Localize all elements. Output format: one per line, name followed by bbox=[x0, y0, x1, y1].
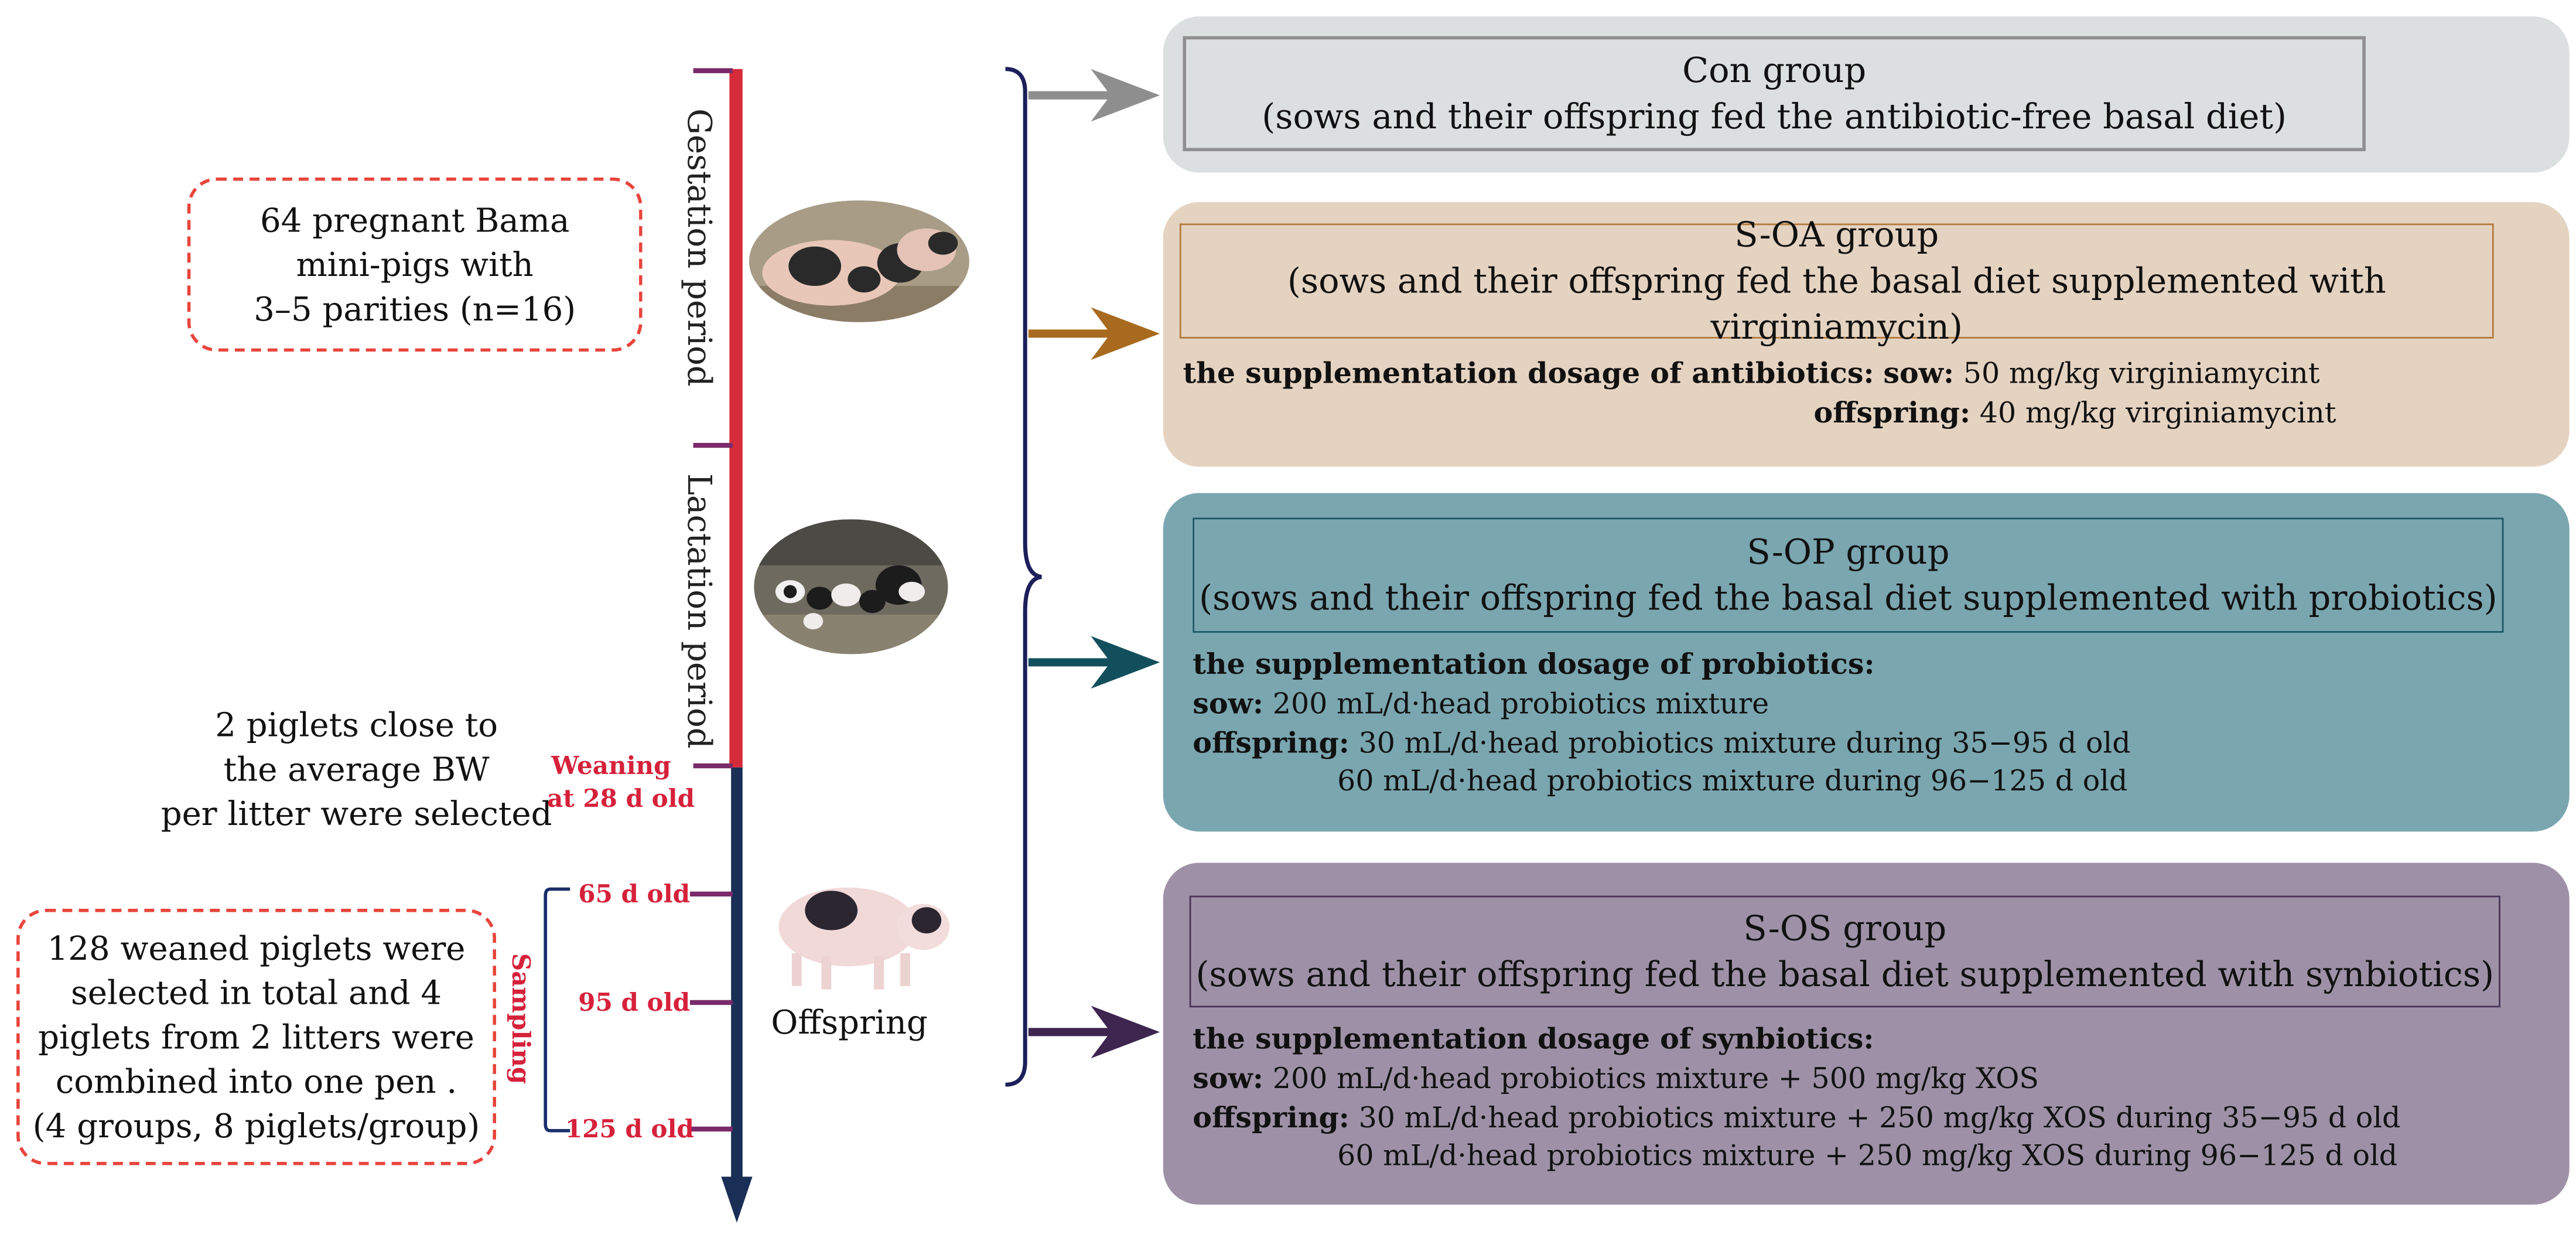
sop-group-title-box: S-OP group (sows and their offspring fed… bbox=[1193, 517, 2504, 633]
soa-dose-line1: the supplementation dosage of antibiotic… bbox=[1183, 357, 2319, 396]
weaning-line1: Weaning bbox=[551, 751, 671, 781]
note-line: 128 weaned piglets were bbox=[47, 928, 466, 967]
sos-group-desc: (sows and their offspring fed the basal … bbox=[1195, 954, 2495, 994]
arrow-sos bbox=[1028, 1005, 1160, 1059]
sos-group-title-box: S-OS group (sows and their offspring fed… bbox=[1189, 895, 2500, 1008]
sop-offspring-value1: 30 mL/d·head probiotics mixture during 3… bbox=[1358, 728, 2131, 761]
pregnant-sows-photo bbox=[749, 200, 969, 322]
soa-group-desc: (sows and their offspring fed the basal … bbox=[1287, 261, 2386, 347]
soa-group-title-box: S-OA group (sows and their offspring fed… bbox=[1179, 215, 2494, 347]
weaned-piglets-note: 128 weaned piglets were selected in tota… bbox=[16, 909, 497, 1165]
sop-sow-value: 200 mL/d·head probiotics mixture bbox=[1272, 688, 1769, 722]
sow-illustration bbox=[749, 200, 969, 322]
sos-sow-label: sow: bbox=[1193, 1063, 1264, 1096]
sos-offspring-line2: 60 mL/d·head probiotics mixture + 250 mg… bbox=[1337, 1139, 2397, 1178]
sop-offspring-line2: 60 mL/d·head probiotics mixture during 9… bbox=[1337, 764, 2127, 803]
day95-label: 95 d old bbox=[578, 987, 691, 1018]
timeline-arrowhead bbox=[721, 1177, 753, 1223]
groups-brace bbox=[1005, 67, 1042, 1087]
weaning-label: Weaning at 28 d old bbox=[546, 749, 695, 815]
day65-label: 65 d old bbox=[578, 879, 691, 909]
note-line: piglets from 2 litters were bbox=[38, 1016, 474, 1056]
note-line: 2 piglets close to bbox=[215, 705, 498, 745]
sos-sow-value: 200 mL/d·head probiotics mixture + 500 m… bbox=[1272, 1063, 2039, 1096]
sos-dose-heading: the supplementation dosage of synbiotics… bbox=[1193, 1024, 1874, 1057]
sos-offspring-value1: 30 mL/d·head probiotics mixture + 250 mg… bbox=[1358, 1103, 2401, 1136]
con-group-panel: Con group (sows and their offspring fed … bbox=[1163, 16, 2570, 173]
arrow-soa bbox=[1028, 307, 1160, 360]
sop-group-desc: (sows and their offspring fed the basal … bbox=[1199, 578, 2498, 618]
selected-piglets-note: 2 piglets close to the average BW per li… bbox=[135, 703, 578, 836]
sampling-bracket bbox=[544, 887, 570, 1133]
day125-label: 125 d old bbox=[565, 1114, 694, 1144]
sos-offspring-label: offspring: bbox=[1193, 1103, 1350, 1136]
sop-dose-heading-line: the supplementation dosage of probiotics… bbox=[1193, 647, 1874, 686]
soa-sow-value: 50 mg/kg virginiamycint bbox=[1963, 358, 2320, 391]
sop-dose-heading: the supplementation dosage of probiotics… bbox=[1193, 649, 1875, 682]
offspring-label: Offspring bbox=[771, 1002, 928, 1042]
sos-group-title: S-OS group bbox=[1743, 909, 1947, 949]
soa-offspring-label: offspring: bbox=[1813, 397, 1971, 431]
con-group-title: Con group bbox=[1682, 50, 1867, 91]
sop-group-title: S-OP group bbox=[1747, 532, 1950, 572]
gestation-period-label: Gestation period bbox=[680, 108, 720, 387]
soa-sow-label: sow: bbox=[1883, 358, 1955, 391]
note-line: the average BW bbox=[223, 749, 490, 789]
sos-dose-heading-line: the supplementation dosage of synbiotics… bbox=[1193, 1022, 1874, 1061]
offspring-piglet-photo bbox=[766, 868, 953, 996]
soa-dose-heading: the supplementation dosage of antibiotic… bbox=[1183, 358, 1874, 391]
sop-offspring-label: offspring: bbox=[1193, 728, 1350, 761]
offspring-piglet-illustration bbox=[778, 887, 950, 990]
soa-group-panel: S-OA group (sows and their offspring fed… bbox=[1163, 202, 2570, 467]
note-line: selected in total and 4 bbox=[71, 972, 442, 1012]
piglets-photo bbox=[754, 519, 948, 654]
con-group-desc: (sows and their offspring fed the antibi… bbox=[1262, 97, 2287, 137]
arrow-sop bbox=[1028, 636, 1160, 689]
lactation-period-label: Lactation period bbox=[680, 473, 720, 749]
con-group-title-box: Con group (sows and their offspring fed … bbox=[1183, 36, 2366, 152]
note-line: per litter were selected bbox=[160, 793, 552, 834]
sop-sow-line: sow: 200 mL/d·head probiotics mixture bbox=[1193, 687, 1769, 725]
note-line: mini-pigs with bbox=[296, 244, 534, 284]
soa-group-title: S-OA group bbox=[1734, 215, 1939, 255]
sop-group-panel: S-OP group (sows and their offspring fed… bbox=[1163, 493, 2570, 832]
maternal-period-bar bbox=[729, 69, 743, 768]
note-line: (4 groups, 8 piglets/group) bbox=[32, 1105, 480, 1145]
sop-offspring-value2: 60 mL/d·head probiotics mixture during 9… bbox=[1337, 766, 2128, 799]
sop-offspring-line1: offspring: 30 mL/d·head probiotics mixtu… bbox=[1193, 727, 2130, 765]
note-line: 3–5 parities (n=16) bbox=[254, 288, 576, 328]
offspring-period-bar bbox=[731, 767, 743, 1187]
arrow-con bbox=[1028, 69, 1160, 122]
soa-offspring-value: 40 mg/kg virginiamycint bbox=[1979, 397, 2336, 431]
sos-sow-line: sow: 200 mL/d·head probiotics mixture + … bbox=[1193, 1062, 2039, 1100]
sos-group-panel: S-OS group (sows and their offspring fed… bbox=[1163, 862, 2570, 1205]
sos-offspring-value2: 60 mL/d·head probiotics mixture + 250 mg… bbox=[1337, 1140, 2398, 1174]
weaning-line2: at 28 d old bbox=[546, 783, 695, 814]
soa-dose-line2: offspring: 40 mg/kg virginiamycint bbox=[1813, 396, 2336, 435]
sampling-label: Sampling bbox=[505, 953, 536, 1085]
piglets-illustration bbox=[754, 519, 948, 654]
note-line: 64 pregnant Bama bbox=[259, 199, 570, 240]
sos-offspring-line1: offspring: 30 mL/d·head probiotics mixtu… bbox=[1193, 1101, 2400, 1140]
note-line: combined into one pen . bbox=[55, 1061, 457, 1100]
pregnant-sows-note: 64 pregnant Bama mini-pigs with 3–5 pari… bbox=[187, 177, 643, 352]
sop-sow-label: sow: bbox=[1193, 688, 1264, 722]
